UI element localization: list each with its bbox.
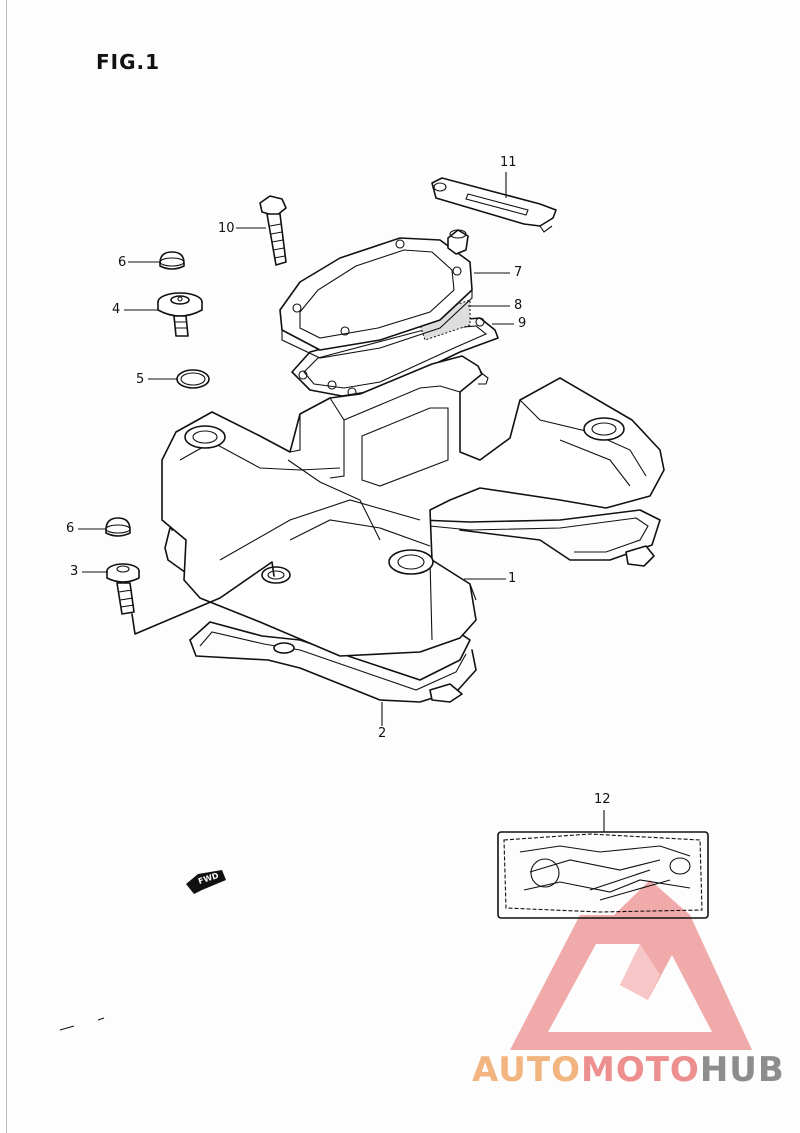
part-4-mount (157, 292, 203, 337)
part-7-breather-cover (279, 229, 473, 359)
leader-lines (78, 172, 605, 832)
callout-9: 9 (518, 316, 527, 331)
callout-6-top: 6 (118, 255, 127, 270)
watermark-moto: MOTO (580, 1050, 700, 1090)
callout-8: 8 (514, 298, 523, 313)
callout-6-lower: 6 (66, 521, 75, 536)
callout-2: 2 (378, 726, 387, 741)
scan-edge-line (6, 0, 7, 1133)
callout-11: 11 (500, 155, 517, 170)
part-11-bracket (431, 177, 557, 233)
part-2-cover-gasket (164, 509, 661, 703)
callout-12: 12 (594, 792, 611, 807)
callout-5: 5 (136, 372, 145, 387)
callout-4: 4 (112, 302, 121, 317)
part-6-cap-top (159, 251, 185, 270)
part-5-o-ring (176, 369, 210, 389)
part-12-gasket-set (497, 831, 709, 919)
watermark-hub: HUB (699, 1050, 785, 1090)
part-10-bolt (259, 195, 287, 266)
fwd-arrow-icon (186, 870, 226, 894)
callout-1: 1 (508, 571, 517, 586)
figure-title: FIG.1 (96, 50, 161, 74)
callout-10: 10 (218, 221, 235, 236)
callout-7: 7 (514, 265, 523, 280)
watermark-text: AUTOMOTOHUB (472, 1050, 785, 1090)
part-6-cap-lower (105, 517, 131, 537)
callout-3: 3 (70, 564, 79, 579)
part-1-cylinder-head-cover (161, 355, 665, 657)
watermark-auto: AUTO (472, 1050, 581, 1090)
watermark-logo-icon (510, 880, 752, 1050)
scan-marks (59, 1017, 105, 1031)
part-3-bolt (106, 561, 275, 635)
